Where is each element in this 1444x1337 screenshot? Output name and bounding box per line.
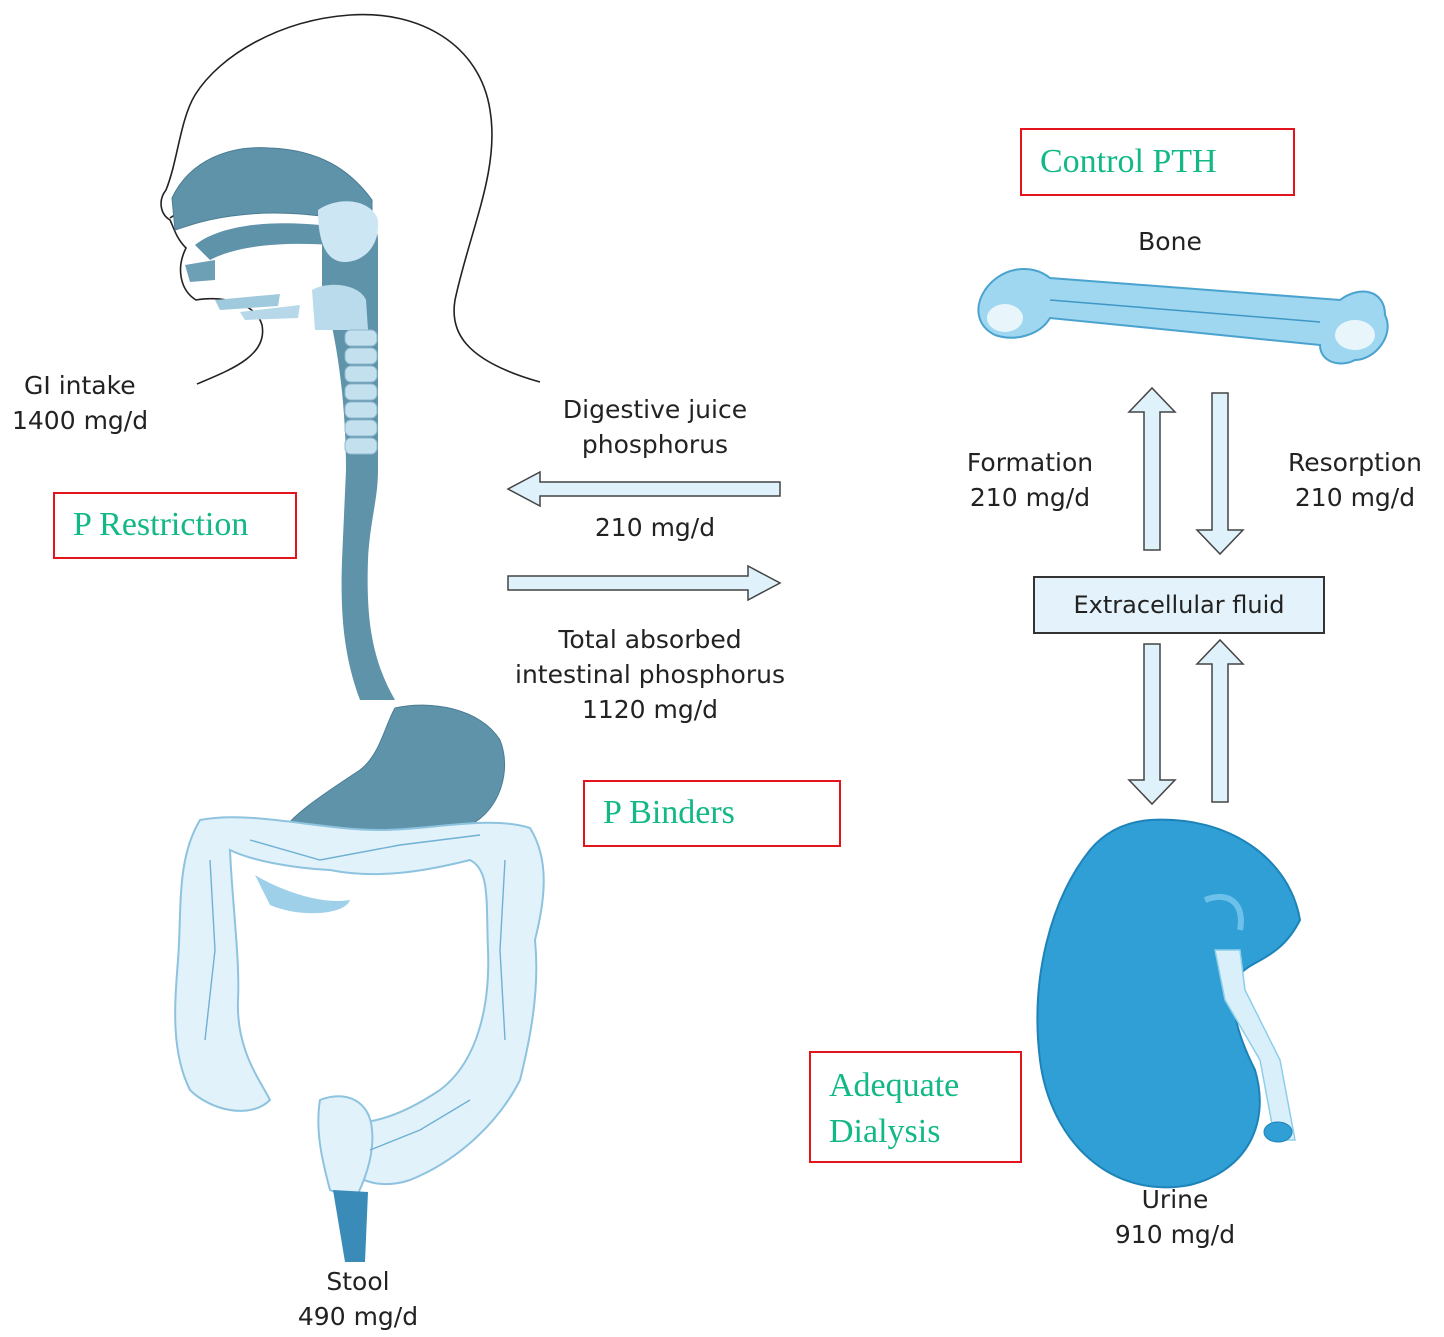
resorption-arrow [1197,393,1243,554]
urine-label: Urine 910 mg/d [1090,1182,1260,1252]
gi-intake-label: GI intake 1400 mg/d [12,368,148,438]
extracellular-fluid-box: Extracellular fluid [1033,576,1325,634]
p-restriction-box: P Restriction [53,492,297,559]
rectum [333,1190,368,1262]
kidney-illustration [1037,820,1300,1188]
absorbed-phosphorus-arrow [508,566,780,600]
kidney-to-ecf-arrow [1197,640,1243,802]
digestive-juice-arrow [508,472,780,506]
digestive-juice-label: Digestive juice phosphorus [530,392,780,462]
resorption-label: Resorption 210 mg/d [1270,445,1440,515]
bone-label: Bone [1100,224,1240,259]
trachea [345,330,377,454]
formation-arrow [1129,388,1175,550]
extracellular-fluid-label: Extracellular fluid [1074,591,1285,619]
total-absorbed-label: Total absorbed intestinal phosphorus 112… [490,622,810,727]
formation-label: Formation 210 mg/d [950,445,1110,515]
adequate-dialysis-box: Adequate Dialysis [809,1051,1022,1163]
ecf-to-kidney-arrow [1129,644,1175,804]
control-pth-box: Control PTH [1020,128,1295,196]
large-intestine [175,817,544,1200]
digestive-juice-rate: 210 mg/d [530,510,780,545]
p-binders-box: P Binders [583,780,841,847]
bone-illustration [978,269,1387,364]
stool-label: Stool 490 mg/d [268,1264,448,1334]
